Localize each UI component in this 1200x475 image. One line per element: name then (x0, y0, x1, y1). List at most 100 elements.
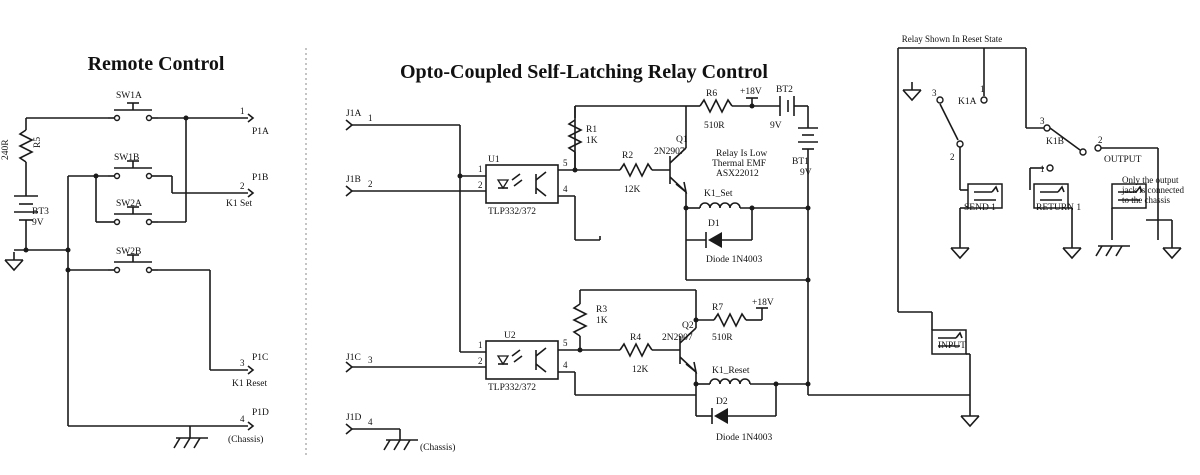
k1b-pin1: 1 (1040, 164, 1045, 174)
u1-label: U1 (488, 155, 500, 165)
diode-d1 (708, 232, 722, 248)
p1b-pin-number: 2 (240, 181, 245, 191)
k1a-pin1: 1 (980, 84, 985, 94)
switch-sw2a (107, 206, 159, 226)
resistor-r3 (572, 303, 588, 337)
j1a-pin-number: 1 (368, 113, 373, 123)
p1b-label: P1B (252, 173, 268, 183)
u1-pin4: 4 (563, 184, 568, 194)
k1b-pin3: 3 (1040, 116, 1045, 126)
send-ground (950, 239, 970, 259)
relay-coil-k1-set (699, 202, 741, 209)
remote-chassis-label: (Chassis) (228, 434, 263, 445)
r1-label: R1 (586, 125, 597, 135)
return-ground (1062, 239, 1082, 259)
k1b-pin2: 2 (1098, 135, 1103, 145)
opto-chassis-ground (383, 439, 419, 451)
output-chassis-ground (1095, 245, 1131, 257)
resistor-r7 (713, 312, 747, 328)
v18-supply-label-top: +18V (740, 87, 762, 97)
q2-label: Q2 (682, 321, 694, 331)
resistor-r6 (699, 98, 733, 114)
input-ground (960, 407, 980, 427)
u2-pin2: 2 (478, 356, 483, 366)
r6-label: R6 (706, 89, 717, 99)
d1-part-label: Diode 1N4003 (706, 255, 762, 265)
j1a-label: J1A (346, 109, 361, 119)
d1-label: D1 (708, 219, 720, 229)
resistor-r1 (567, 119, 583, 153)
opto-relay-title: Opto-Coupled Self-Latching Relay Control (400, 61, 768, 83)
output-note-line1: Only the output (1122, 175, 1179, 185)
relay-switch-k1b (1049, 127, 1081, 151)
relay-contact-circuit (897, 47, 1182, 427)
j1b-label: J1B (346, 175, 361, 185)
u2-pin1: 1 (478, 340, 483, 350)
j1c-label: J1C (346, 353, 361, 363)
q1-part-label: 2N2907 (654, 147, 685, 157)
d2-label: D2 (716, 397, 728, 407)
relay-note-line3: ASX22012 (716, 169, 759, 179)
switch-sw2b (107, 254, 159, 274)
u2-pin5: 5 (563, 338, 568, 348)
bt1-label: BT1 (792, 157, 809, 167)
r4-value: 12K (632, 365, 649, 375)
j1c-pin-number: 3 (368, 355, 373, 365)
remote-control-title: Remote Control (88, 53, 225, 75)
return-label: RETURN 1 (1036, 203, 1081, 213)
opto-chassis-label: (Chassis) (420, 442, 455, 453)
r7-value: 510R (712, 333, 733, 343)
j1d-label: J1D (346, 413, 361, 423)
resistor-r5 (18, 129, 34, 163)
p1d-label: P1D (252, 408, 269, 418)
sw1b-label: SW1B (114, 153, 139, 163)
p1a-label: P1A (252, 127, 269, 137)
k1a-label: K1A (958, 97, 977, 107)
k1-set-label: K1 Set (226, 199, 252, 209)
switch-sw1b (107, 160, 159, 180)
bt2-label: BT2 (776, 85, 793, 95)
r5-value-label: 240R (1, 139, 11, 160)
p1a-pin-number: 1 (240, 106, 245, 116)
relay-state-caption: Relay Shown In Reset State (902, 34, 1003, 44)
bt2-value: 9V (770, 121, 782, 131)
optocoupler-u2 (485, 340, 559, 380)
sw2b-label: SW2B (116, 247, 141, 257)
u1-pin1: 1 (478, 164, 483, 174)
v18-supply-label-bottom: +18V (752, 298, 774, 308)
r4-label: R4 (630, 333, 641, 343)
remote-chassis-ground (173, 437, 209, 449)
p1c-pin-number: 3 (240, 358, 245, 368)
relay-switch-k1a (939, 103, 959, 141)
output-label: OUTPUT (1104, 155, 1142, 165)
u1-pin2: 2 (478, 180, 483, 190)
u1-part-label: TLP332/372 (488, 207, 536, 217)
relay-ground-top (902, 81, 922, 101)
remote-ground-symbol (4, 251, 24, 271)
r2-value: 12K (624, 185, 641, 195)
remote-control-circuit (4, 102, 255, 449)
k1a-pin3: 3 (932, 88, 937, 98)
output-note-line3: to the chassis (1122, 195, 1170, 205)
u2-pin4: 4 (563, 360, 568, 370)
p1d-pin-number: 4 (240, 414, 245, 424)
opto-relay-circuit (345, 96, 970, 451)
r5-name-label: R5 (33, 137, 43, 148)
r6-value: 510R (704, 121, 725, 131)
r3-value: 1K (596, 316, 608, 326)
relay-coil-k1-reset (709, 378, 751, 385)
switch-sw1a (107, 102, 159, 122)
p1c-label: P1C (252, 353, 268, 363)
resistor-r2 (619, 162, 653, 178)
k1-set-coil-label: K1_Set (704, 189, 733, 199)
k1b-label: K1B (1046, 137, 1064, 147)
u1-pin5: 5 (563, 158, 568, 168)
q1-label: Q1 (676, 135, 688, 145)
r1-value: 1K (586, 136, 598, 146)
r7-label: R7 (712, 303, 723, 313)
j1b-pin-number: 2 (368, 179, 373, 189)
k1-reset-label: K1 Reset (232, 379, 267, 389)
sw2a-label: SW2A (116, 199, 142, 209)
relay-note-line1: Relay Is Low (716, 149, 767, 159)
